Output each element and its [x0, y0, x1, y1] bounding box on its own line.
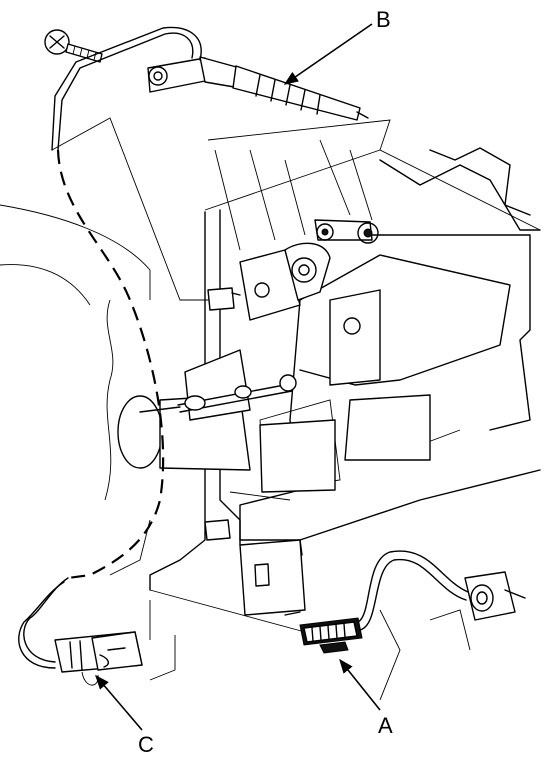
cylinder-housing	[117, 249, 431, 493]
connector-a	[299, 617, 363, 654]
leader-arrow-b	[283, 23, 373, 85]
screw	[44, 29, 103, 63]
linkage-assembly	[284, 219, 379, 301]
wire-clip-upper	[207, 287, 241, 311]
callout-label-b: B	[376, 7, 391, 32]
harness-a	[357, 550, 526, 631]
connector-c	[54, 631, 143, 686]
sensor-harness	[18, 26, 202, 669]
leader-arrows	[95, 23, 381, 731]
wire-clip-lower	[204, 519, 231, 541]
actuator-rod	[139, 374, 297, 413]
leader-arrow-a	[339, 658, 381, 711]
callout-label-a: A	[378, 713, 393, 738]
leader-arrow-c	[95, 674, 143, 731]
callout-label-c: C	[138, 732, 154, 757]
sensor-b	[147, 56, 369, 121]
mounting-bracket	[239, 539, 306, 616]
